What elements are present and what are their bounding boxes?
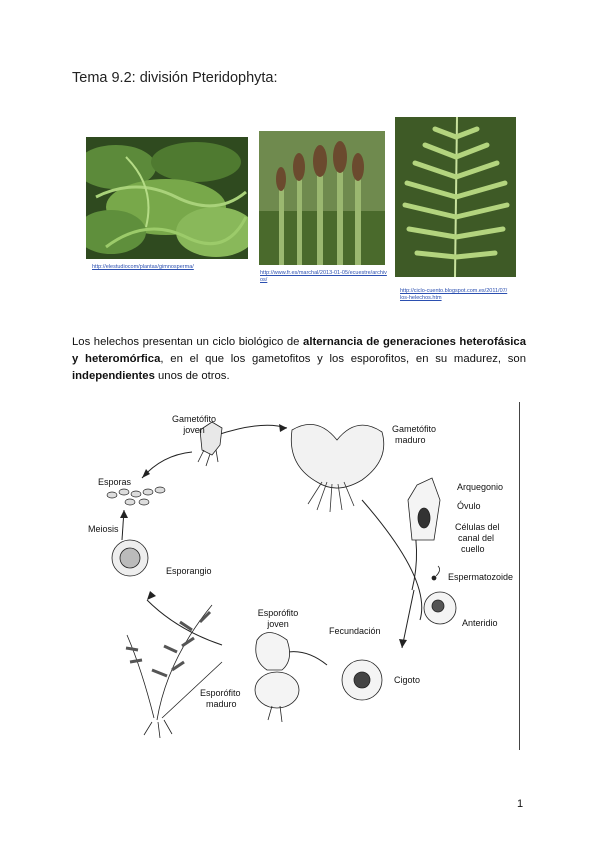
label-antheridium: Anteridio <box>462 618 498 628</box>
label-ovule: Óvulo <box>457 501 481 511</box>
horsetail-photo <box>259 131 385 265</box>
label-fertilization: Fecundación <box>329 626 381 636</box>
zygote-drawing <box>342 660 382 700</box>
fern-frond-photo <box>395 117 516 277</box>
photo-2-caption[interactable]: http://www.fr.es/marchal/2013-01-05/ecue… <box>260 270 388 284</box>
label-sperm: Espermatozoide <box>448 572 513 582</box>
sporangium-drawing <box>112 540 148 576</box>
sperm-drawing <box>432 566 440 580</box>
label-canal-cells-1: Células del <box>455 522 500 532</box>
label-spores: Esporas <box>98 477 132 487</box>
label-archegonium: Arquegonio <box>457 482 503 492</box>
label-canal-cells-3: cuello <box>461 544 485 554</box>
diagram-border-line <box>519 402 520 750</box>
mature-gametophyte-drawing <box>291 424 383 512</box>
label-mature-gametophyte-2: maduro <box>395 435 426 445</box>
label-young-gametophyte-2: joven <box>182 425 205 435</box>
label-mature-gametophyte: Gametófito <box>392 424 436 434</box>
label-mature-sporophyte: Esporófito <box>200 688 241 698</box>
young-sporophyte-drawing <box>255 633 299 723</box>
page-title: Tema 9.2: división Pteridophyta: <box>72 70 278 86</box>
label-mature-sporophyte-2: maduro <box>206 699 237 709</box>
mature-sporophyte-drawing <box>126 605 222 738</box>
label-sporangium: Esporangio <box>166 566 212 576</box>
label-young-sporophyte: Esporófito <box>258 608 299 618</box>
page-number: 1 <box>517 798 523 810</box>
label-young-gametophyte: Gametófito <box>172 414 216 424</box>
label-zygote: Cigoto <box>394 675 420 685</box>
label-canal-cells-2: canal del <box>458 533 494 543</box>
fern-photo-1 <box>86 137 248 259</box>
spores-drawing <box>107 487 165 505</box>
photo-3-caption[interactable]: http://ciclo-cuento.blogspot.com.es/2011… <box>400 288 508 302</box>
label-young-sporophyte-2: joven <box>266 619 289 629</box>
archegonium-drawing <box>408 478 440 540</box>
fern-life-cycle-diagram: Gametófito joven Gametófito maduro Espor… <box>72 400 522 752</box>
antheridium-drawing <box>424 592 456 624</box>
photo-1-caption[interactable]: http://elestudiocom/plantas/gimnosperma/ <box>92 264 252 271</box>
label-meiosis: Meiosis <box>88 524 119 534</box>
intro-paragraph: Los helechos presentan un ciclo biológic… <box>72 334 526 385</box>
